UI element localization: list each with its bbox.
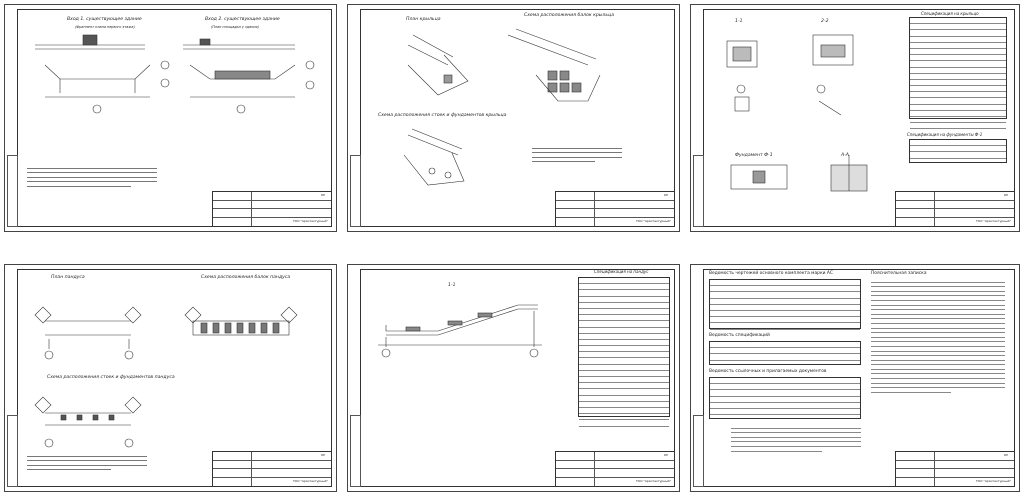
ramp-plans-drawing: [34, 306, 298, 448]
sheet-title: Вход 2. существующее здание: [205, 17, 280, 22]
table-title: Спецификация на пандус: [594, 269, 649, 274]
sections-drawing: [726, 34, 868, 192]
notes-block: [27, 453, 147, 471]
porch-spec-table: [909, 17, 1007, 130]
table-title: Спецификация на крыльцо: [921, 11, 979, 16]
side-stamp: [693, 155, 704, 227]
notes-block: [27, 165, 157, 187]
references-list-table: [709, 377, 861, 419]
sheet-frame: [17, 269, 332, 487]
title-block: КР ТОО "Архитектурный": [555, 451, 675, 487]
title-block: КР ТОО "Архитектурный": [895, 191, 1015, 227]
stamp-code: КР: [1004, 193, 1008, 197]
drawing-sheet-1: Вход 1. существующее здание (Фрагмент пл…: [4, 4, 337, 232]
sheet-title: План крыльца: [406, 17, 441, 22]
sheet-frame: [360, 9, 675, 227]
sheet-title: Схема расположения стоек и фундаментов к…: [378, 113, 507, 118]
side-stamp: [7, 155, 18, 227]
drawing-sheet-2: План крыльца Схема расположения балок кр…: [347, 4, 680, 232]
sheet-frame: [17, 9, 332, 227]
notes-title: Пояснительная записка: [871, 271, 927, 276]
drawing-sheet-6: Ведомость чертежей основного комплекта м…: [690, 264, 1020, 492]
drawing-sheet-3: 1-1 2-2 Спецификация на крыльцо Фундамен…: [690, 4, 1020, 232]
side-stamp: [693, 415, 704, 487]
title-block: КР ТОО "Архитектурный": [555, 191, 675, 227]
explanatory-note-text: [731, 425, 861, 452]
table-title: Спецификация на фундаменты Ф-1: [907, 132, 983, 137]
stamp-org: ТОО "Архитектурный": [975, 479, 1011, 483]
stamp-code: КР: [321, 193, 325, 197]
sheet-title: Схема расположения балок крыльца: [524, 13, 615, 18]
section-label: 2-2: [821, 19, 829, 24]
title-block: КР ТОО "Архитектурный": [895, 451, 1015, 487]
stamp-code: КР: [664, 453, 668, 457]
stamp-org: ТОО "Архитектурный": [975, 219, 1011, 223]
sheet-subtitle: (План площадки у здания): [211, 25, 259, 29]
section-label: 1-1: [448, 283, 456, 288]
sheet-title: Вход 1. существующее здание: [67, 17, 142, 22]
stamp-code: КР: [664, 193, 668, 197]
sheet-title: Схема расположения балок пандуса: [201, 275, 291, 280]
drawings-list-table: [709, 279, 861, 330]
sheet-frame: [360, 269, 675, 487]
sheet-subtitle: (Фрагмент плана первого этажа): [75, 25, 135, 29]
entrance-plans-drawing: [35, 34, 315, 114]
stamp-org: ТОО "Архитектурный": [292, 219, 328, 223]
stamp-code: КР: [321, 453, 325, 457]
side-stamp: [350, 155, 361, 227]
title-block: КР ТОО "Архитектурный": [212, 191, 332, 227]
sheet-title: Схема расположения стоек и фундаментов п…: [47, 375, 175, 380]
foundation-spec-table: [909, 139, 1007, 163]
side-stamp: [350, 415, 361, 487]
porch-plans-drawing: [403, 28, 601, 186]
title-block: КР ТОО "Архитектурный": [212, 451, 332, 487]
explanatory-note-text: [871, 279, 1005, 393]
table-title: Ведомость ссылочных и прилагаемых докуме…: [709, 369, 827, 374]
sheet-frame: [703, 9, 1015, 227]
ramp-section-drawing: [378, 304, 542, 358]
stamp-code: КР: [1004, 453, 1008, 457]
section-label: Фундамент Ф-1: [735, 153, 773, 158]
drawing-sheet-4: План пандуса Схема расположения балок па…: [4, 264, 337, 492]
table-title: Ведомость спецификаций: [709, 333, 770, 338]
stamp-org: ТОО "Архитектурный": [292, 479, 328, 483]
sheet-title: План пандуса: [51, 275, 85, 280]
ramp-spec-table: [578, 277, 670, 427]
section-label: А-А: [841, 153, 849, 158]
side-stamp: [7, 415, 18, 487]
sheet-frame: [703, 269, 1015, 487]
specifications-list-table: [709, 341, 861, 365]
stamp-org: ТОО "Архитектурный": [635, 219, 671, 223]
section-label: 1-1: [735, 19, 743, 24]
drawing-sheet-5: 1-1 Спецификация на пандус КР ТОО "Архит…: [347, 264, 680, 492]
stamp-org: ТОО "Архитектурный": [635, 479, 671, 483]
table-title: Ведомость чертежей основного комплекта м…: [709, 271, 833, 276]
notes-block: [532, 145, 622, 163]
